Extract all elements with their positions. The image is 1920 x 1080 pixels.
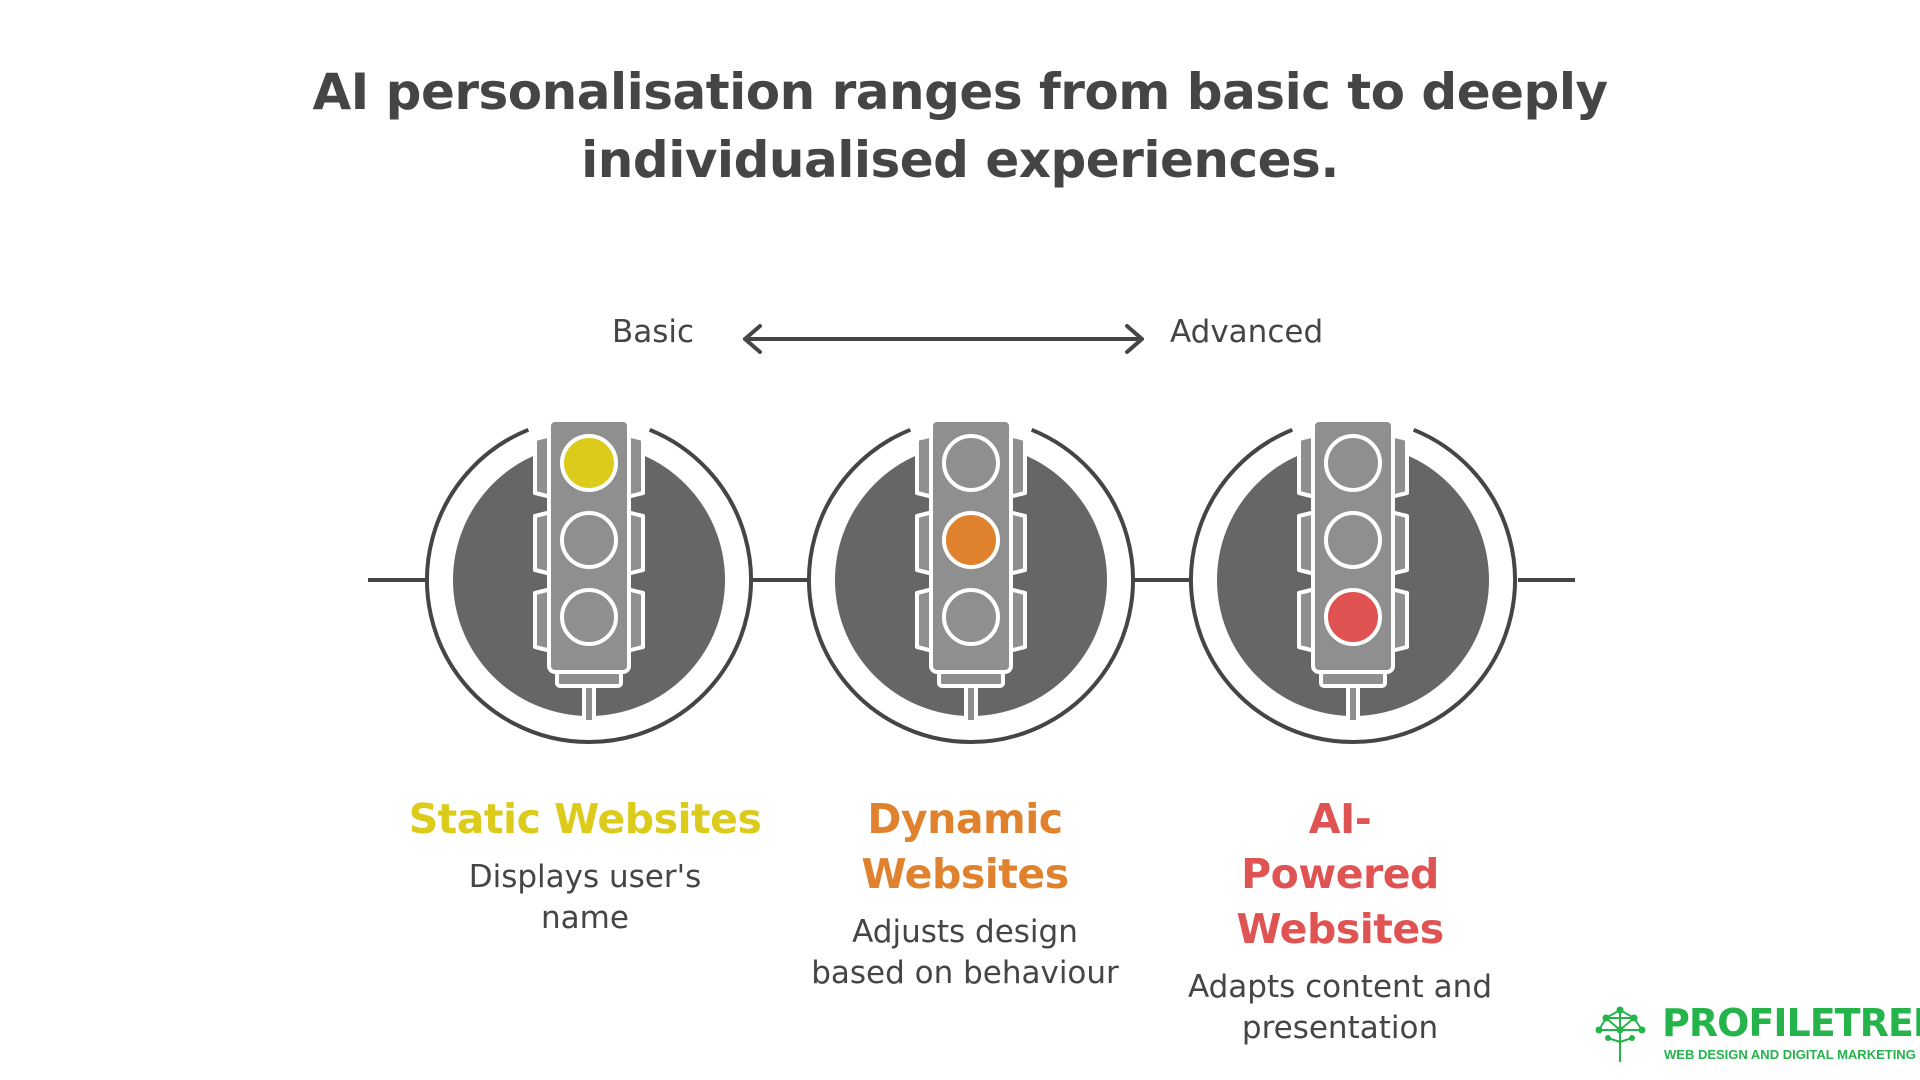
logo-tagline: WEB DESIGN AND DIGITAL MARKETING — [1664, 1047, 1916, 1062]
traffic-light-1 — [425, 418, 753, 744]
page-title: AI personalisation ranges from basic to … — [0, 58, 1920, 194]
level-title: Static Websites — [408, 795, 762, 843]
traffic-light-2 — [807, 418, 1135, 744]
inactive-light — [942, 434, 1000, 492]
signal-base — [1319, 670, 1387, 688]
traffic-light-3 — [1189, 418, 1517, 744]
signal-pole-core — [1350, 680, 1356, 720]
inactive-light — [560, 511, 618, 569]
inactive-light — [1324, 434, 1382, 492]
active-light — [1324, 588, 1382, 646]
title-line-2: individualised experiences. — [581, 131, 1339, 189]
level-title: AI-Powered Websites — [1236, 795, 1444, 953]
tree-network-icon — [1595, 1006, 1646, 1062]
scale-label-advanced: Advanced — [1170, 314, 1324, 350]
title-line-1: AI personalisation ranges from basic to … — [312, 63, 1608, 121]
scale-label-basic: Basic — [612, 314, 695, 350]
signal-pole-core — [586, 680, 592, 720]
active-light — [942, 511, 1000, 569]
level-ai-powered-websites: AI-Powered Websites Adapts content and p… — [1140, 792, 1540, 1049]
active-light — [560, 434, 618, 492]
level-description: Adapts content and presentation — [1187, 969, 1493, 1046]
inactive-light — [560, 588, 618, 646]
scale-arrow-icon — [743, 324, 1144, 354]
outer-ring — [1189, 427, 1517, 744]
signal-base — [937, 670, 1005, 688]
inactive-light — [942, 588, 1000, 646]
level-description: Displays user's name — [468, 859, 702, 936]
logo-name: PROFILETREE — [1662, 1001, 1920, 1045]
profiletree-logo: PROFILETREE WEB DESIGN AND DIGITAL MARKE… — [1594, 1000, 1920, 1066]
outer-ring — [425, 427, 753, 744]
signal-base — [555, 670, 623, 688]
level-static-websites: Static Websites Displays user's name — [385, 792, 785, 939]
inactive-light — [1324, 511, 1382, 569]
signal-pole-core — [968, 680, 974, 720]
outer-ring — [807, 427, 1135, 744]
level-description: Adjusts design based on behaviour — [811, 914, 1119, 991]
level-title: Dynamic Websites — [861, 795, 1069, 898]
level-dynamic-websites: Dynamic Websites Adjusts design based on… — [760, 792, 1170, 994]
